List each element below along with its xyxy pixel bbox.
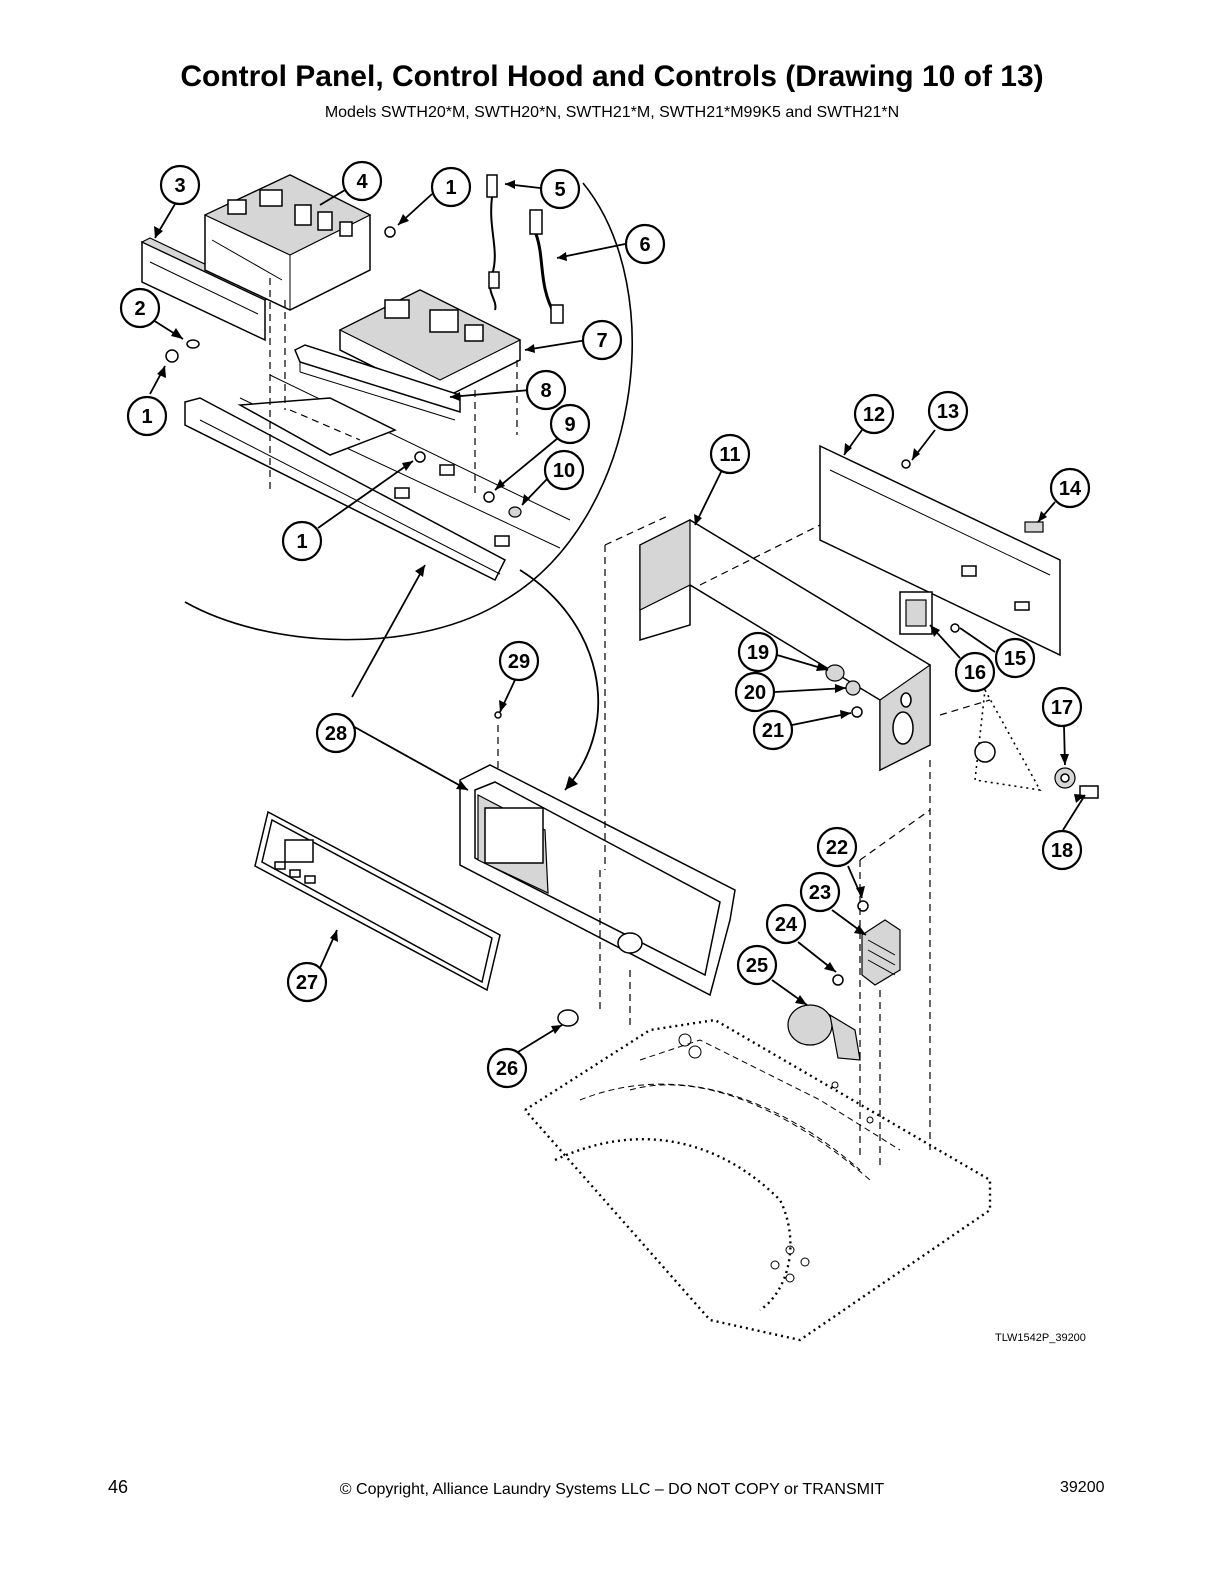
svg-text:2: 2: [134, 298, 145, 320]
svg-text:4: 4: [356, 171, 368, 193]
svg-text:9: 9: [564, 414, 575, 436]
svg-text:23: 23: [809, 882, 831, 904]
callout-8: 8: [525, 369, 567, 411]
callout-24: 24: [765, 903, 807, 945]
callout-25: 25: [736, 944, 778, 986]
svg-text:17: 17: [1051, 697, 1073, 719]
callout-5: 5: [539, 168, 581, 210]
callout-21: 21: [752, 709, 794, 751]
detail-circle-arc: [184, 182, 633, 641]
svg-text:8: 8: [540, 380, 551, 402]
drawing-code: TLW1542P_39200: [995, 1332, 1086, 1344]
callout-9: 9: [549, 403, 591, 445]
svg-text:19: 19: [747, 642, 769, 664]
wire-harness-parts-5-6: [486, 174, 564, 324]
svg-text:10: 10: [553, 460, 575, 482]
callout-28: 28: [315, 712, 357, 754]
callout-19: 19: [737, 631, 779, 673]
document-number: 39200: [1060, 1479, 1105, 1496]
svg-text:7: 7: [596, 330, 607, 352]
svg-text:6: 6: [639, 234, 650, 256]
svg-text:27: 27: [296, 972, 318, 994]
svg-text:11: 11: [719, 444, 740, 466]
bracket-part-17: [974, 687, 1099, 799]
svg-text:22: 22: [826, 837, 848, 859]
svg-text:3: 3: [174, 175, 185, 197]
callout-29: 29: [498, 640, 540, 682]
svg-text:1: 1: [445, 177, 456, 199]
control-panel-part-28: [459, 764, 736, 997]
callout-2: 2: [119, 287, 161, 329]
top-cover-outline: [524, 1018, 992, 1342]
callout-23: 23: [799, 871, 841, 913]
callout-17: 17: [1041, 686, 1083, 728]
models-subtitle: Models SWTH20*M, SWTH20*N, SWTH21*M, SWT…: [324, 104, 900, 121]
callout-1: 1: [430, 166, 472, 208]
svg-text:18: 18: [1051, 840, 1073, 862]
svg-text:21: 21: [762, 720, 784, 742]
callout-12: 12: [853, 393, 895, 435]
callout-16: 16: [954, 651, 996, 693]
svg-text:29: 29: [508, 651, 530, 673]
callout-3: 3: [159, 164, 201, 206]
control-board-part-4: [203, 174, 372, 311]
svg-text:28: 28: [325, 723, 347, 745]
overlay-part-27: [254, 810, 501, 992]
callout-1: 1: [281, 520, 323, 562]
svg-text:5: 5: [554, 179, 565, 201]
control-hood-part-11: [639, 519, 931, 772]
callout-6: 6: [624, 223, 666, 265]
page-number: 46: [108, 1477, 129, 1497]
svg-text:14: 14: [1059, 478, 1082, 500]
svg-text:16: 16: [964, 662, 986, 684]
detail-transfer-arrow: [519, 569, 600, 791]
fasteners-detail: [165, 226, 522, 518]
svg-text:12: 12: [863, 404, 885, 426]
detail-transfer-arrowhead: [565, 776, 578, 790]
svg-text:26: 26: [496, 1058, 518, 1080]
svg-text:1: 1: [141, 406, 152, 428]
page-title: Control Panel, Control Hood and Controls…: [180, 60, 1044, 93]
leader-arrowheads: [154, 180, 1085, 1034]
channel-part-8: [294, 344, 461, 421]
hardware-right: [825, 459, 1044, 718]
callout-10: 10: [543, 449, 585, 491]
callout-22: 22: [816, 826, 858, 868]
svg-text:15: 15: [1004, 648, 1026, 670]
callout-4: 4: [341, 160, 383, 202]
callout-20: 20: [734, 671, 776, 713]
svg-text:13: 13: [937, 401, 959, 423]
svg-text:20: 20: [744, 682, 766, 704]
callout-11: 11: [709, 433, 751, 475]
callout-15: 15: [994, 637, 1036, 679]
callout-18: 18: [1041, 829, 1083, 871]
svg-text:24: 24: [775, 914, 798, 936]
components-23-25: [494, 711, 901, 1061]
callout-27: 27: [286, 961, 328, 1003]
backplate-part-12: [819, 444, 1061, 657]
callout-14: 14: [1049, 467, 1091, 509]
svg-text:1: 1: [296, 531, 307, 553]
callout-13: 13: [927, 390, 969, 432]
callout-26: 26: [486, 1047, 528, 1089]
svg-text:25: 25: [746, 955, 768, 977]
console-detail: [184, 374, 571, 582]
callout-7: 7: [581, 319, 623, 361]
callout-1: 1: [126, 395, 168, 437]
copyright-notice: © Copyright, Alliance Laundry Systems LL…: [339, 1481, 885, 1498]
